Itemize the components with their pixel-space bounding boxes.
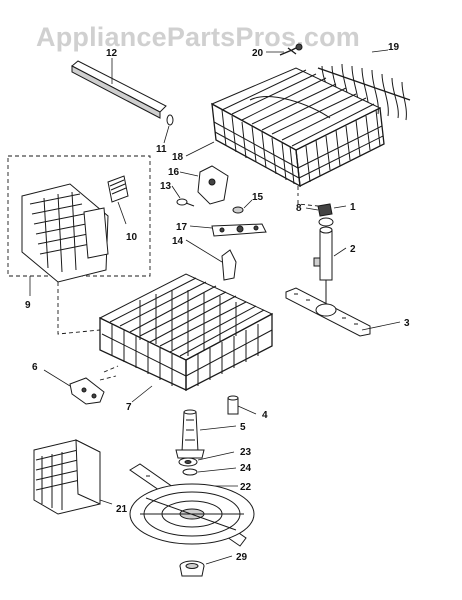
callout-6: 6 xyxy=(32,362,38,373)
part-3-spray-arm[interactable] xyxy=(285,280,401,337)
callout-9: 9 xyxy=(25,300,31,311)
part-12-rail[interactable] xyxy=(71,58,167,119)
callout-22: 22 xyxy=(240,482,252,493)
part-17-mount[interactable] xyxy=(189,223,267,237)
callout-13: 13 xyxy=(160,181,172,192)
part-9-basket-group[interactable] xyxy=(7,155,151,296)
basket-leader-line xyxy=(57,282,101,335)
callout-4: 4 xyxy=(262,410,268,421)
part-15-clip[interactable] xyxy=(232,199,253,214)
callout-11: 11 xyxy=(156,144,167,155)
callout-17: 17 xyxy=(176,222,188,233)
callout-5: 5 xyxy=(240,422,246,433)
part-19-tine-row[interactable] xyxy=(317,49,411,121)
part-24-ring[interactable] xyxy=(182,467,237,476)
part-29-hub[interactable] xyxy=(179,555,233,577)
part-7-lower-rack[interactable] xyxy=(98,273,274,403)
callout-8: 8 xyxy=(296,203,302,214)
part-16-bracket[interactable] xyxy=(179,165,229,205)
callout-2: 2 xyxy=(350,244,356,255)
part-13-screw[interactable] xyxy=(171,185,195,207)
callout-1: 1 xyxy=(350,202,356,213)
part-8-nut[interactable] xyxy=(305,203,333,217)
part-2-tube[interactable] xyxy=(313,226,347,281)
part-11-pin[interactable] xyxy=(163,114,174,144)
part-20-clip[interactable] xyxy=(266,43,303,56)
callout-16: 16 xyxy=(168,167,180,178)
callout-labels: 12 11 20 19 18 16 13 15 17 14 8 1 2 3 10… xyxy=(25,42,410,563)
callout-20: 20 xyxy=(252,48,264,59)
watermark-text: AppliancePartsPros.com xyxy=(36,22,360,52)
callout-19: 19 xyxy=(388,42,400,53)
part-1-cap[interactable] xyxy=(318,205,347,227)
part-4-post[interactable] xyxy=(227,395,257,415)
callout-18: 18 xyxy=(172,152,184,163)
part-23-washer[interactable] xyxy=(178,451,235,467)
part-5-spray-tower[interactable] xyxy=(175,409,237,459)
part-6-bracket[interactable] xyxy=(43,365,119,405)
assembly-leader-line xyxy=(297,186,323,209)
callout-14: 14 xyxy=(172,236,184,247)
part-21-grill[interactable] xyxy=(33,439,113,515)
part-14-bracket[interactable] xyxy=(185,239,237,281)
callout-12: 12 xyxy=(106,48,118,59)
part-18-upper-rack[interactable] xyxy=(185,67,385,188)
callout-24: 24 xyxy=(240,463,252,474)
callout-15: 15 xyxy=(252,192,264,203)
callout-7: 7 xyxy=(126,402,132,413)
callout-23: 23 xyxy=(240,447,252,458)
callout-29: 29 xyxy=(236,552,248,563)
callout-3: 3 xyxy=(404,318,410,329)
callout-21: 21 xyxy=(116,504,128,515)
part-10-basket-lid[interactable] xyxy=(107,175,129,225)
filter-dish[interactable] xyxy=(129,483,255,545)
callout-10: 10 xyxy=(126,232,138,243)
